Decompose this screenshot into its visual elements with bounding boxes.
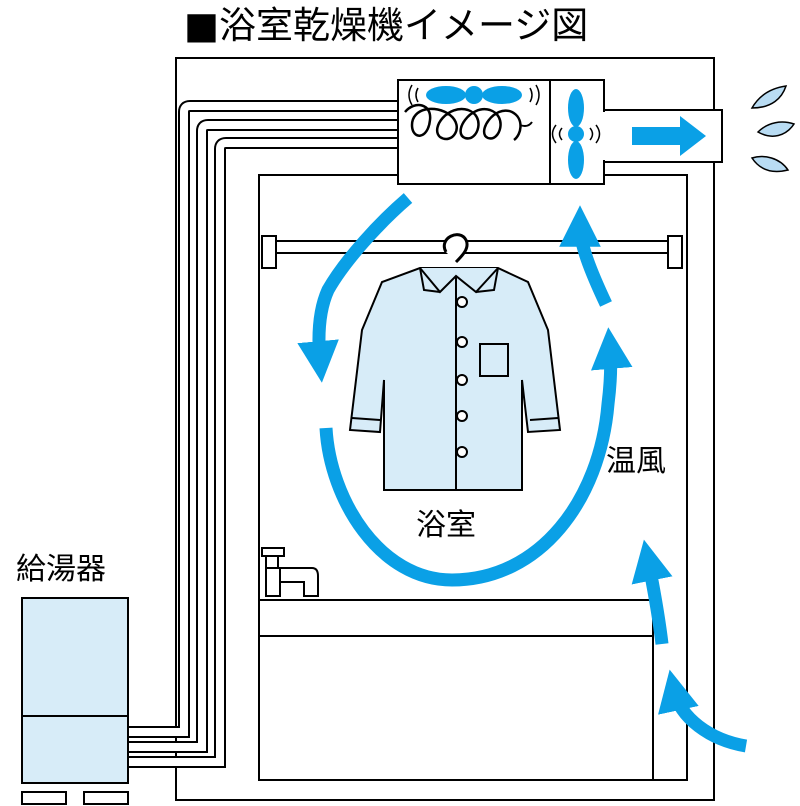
airflow-arrow <box>297 193 413 383</box>
airflow-arrow <box>319 327 633 587</box>
bathroom-label: 浴室 <box>416 508 476 543</box>
faucet-icon <box>261 547 319 597</box>
heater-coil-end <box>519 121 533 127</box>
water-heater <box>21 597 129 805</box>
shirt-icon <box>348 267 562 491</box>
page-title: ■浴室乾燥機イメージ図 <box>184 4 589 47</box>
bathtub <box>258 599 654 781</box>
exhaust-arrow <box>632 116 706 156</box>
water-heater-foot <box>83 791 129 805</box>
hanger-hook <box>442 233 469 264</box>
warm-air-label: 温風 <box>606 444 666 479</box>
airflow-arrow <box>631 539 673 645</box>
water-drop-icon <box>750 85 796 173</box>
water-heater-foot <box>21 791 67 805</box>
fan-icon <box>408 84 540 106</box>
airflow-arrow <box>559 205 612 307</box>
fan-icon <box>551 89 601 179</box>
airflow-arrows <box>297 193 748 753</box>
hot-water-pipes <box>128 100 412 768</box>
airflow-arrow <box>658 669 748 753</box>
water-heater-label: 給湯器 <box>16 552 106 587</box>
heater-coil-icon <box>404 103 522 141</box>
